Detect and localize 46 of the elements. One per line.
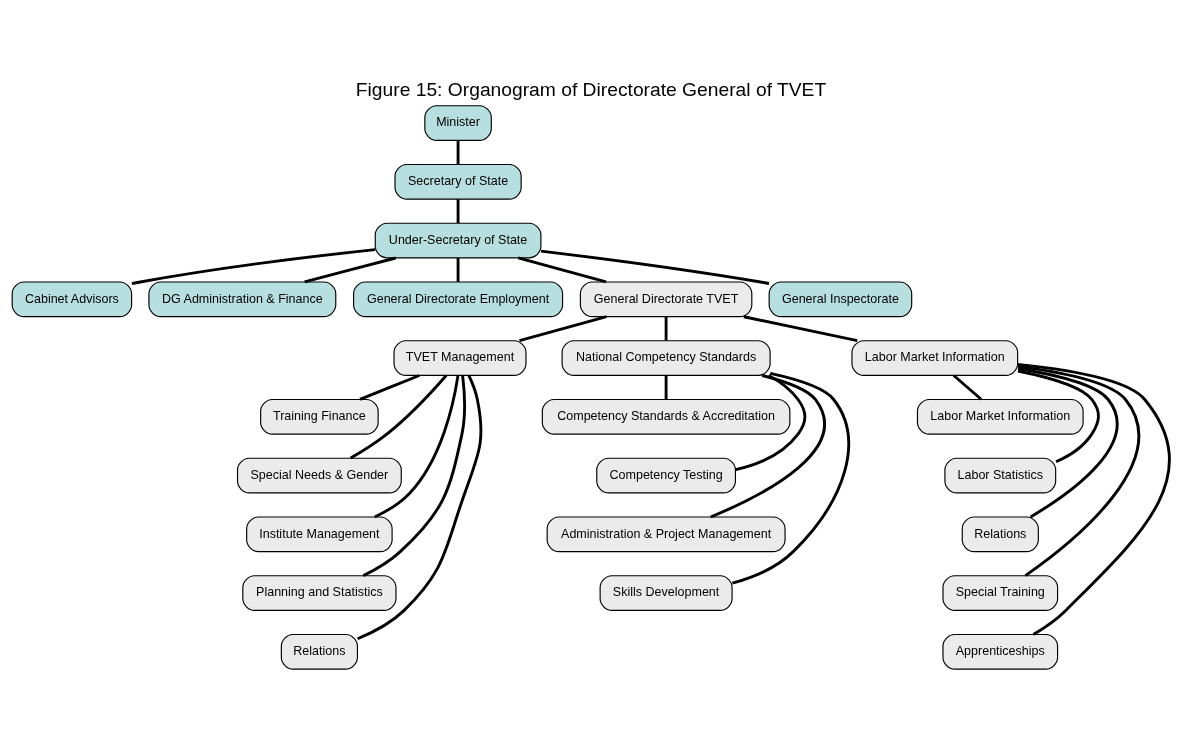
connector: [540, 249, 770, 285]
node-box: Planning and Statistics: [242, 575, 397, 611]
connector: [456, 140, 460, 165]
connector: [517, 256, 607, 284]
node-box: TVET Management: [393, 340, 527, 376]
connector: [1017, 369, 1100, 464]
node-box: Special Training: [942, 575, 1059, 611]
node-box: Labor Market Information: [851, 340, 1019, 376]
node-box: Competency Standards & Accreditation: [541, 398, 791, 435]
node-box: Relations: [280, 633, 358, 670]
node-box: Training Finance: [260, 398, 379, 435]
node-box: General Directorate TVET: [579, 281, 753, 318]
connector: [357, 374, 483, 641]
connector: [743, 315, 858, 343]
node-box: Minister: [424, 105, 492, 141]
node-box: Secretary of State: [394, 163, 522, 200]
node-box: General Inspectorate: [768, 281, 913, 318]
node-box: Labor Statistics: [944, 457, 1057, 494]
connector: [664, 316, 668, 341]
connector: [735, 374, 807, 472]
connector: [374, 375, 460, 519]
node-box: Labor Market Information: [916, 398, 1084, 435]
node-box: Cabinet Advisors: [11, 281, 133, 318]
node-box: Skills Development: [599, 575, 733, 611]
node-box: Administration & Project Management: [546, 516, 786, 553]
node-box: Special Needs & Gender: [236, 457, 402, 494]
connector: [349, 374, 448, 460]
connector: [732, 372, 850, 585]
connector: [131, 248, 376, 286]
node-box: Competency Testing: [596, 457, 737, 494]
connector: [456, 258, 460, 282]
connector: [456, 199, 460, 223]
connector: [304, 256, 397, 284]
node-box: General Directorate Employment: [353, 281, 564, 318]
connector: [664, 375, 668, 400]
connector: [1017, 367, 1119, 519]
node-box: Institute Management: [246, 516, 393, 553]
connector: [519, 315, 607, 343]
node-box: Relations: [961, 516, 1039, 553]
node-box: DG Administration & Finance: [148, 281, 337, 318]
connector: [1017, 362, 1171, 636]
node-box: Apprenticeships: [942, 633, 1059, 670]
connector: [359, 374, 420, 401]
node-box: Under-Secretary of State: [374, 222, 542, 259]
node-box: National Competency Standards: [561, 340, 771, 376]
diagram-title: Figure 15: Organogram of Directorate General of TVET: [355, 79, 827, 101]
